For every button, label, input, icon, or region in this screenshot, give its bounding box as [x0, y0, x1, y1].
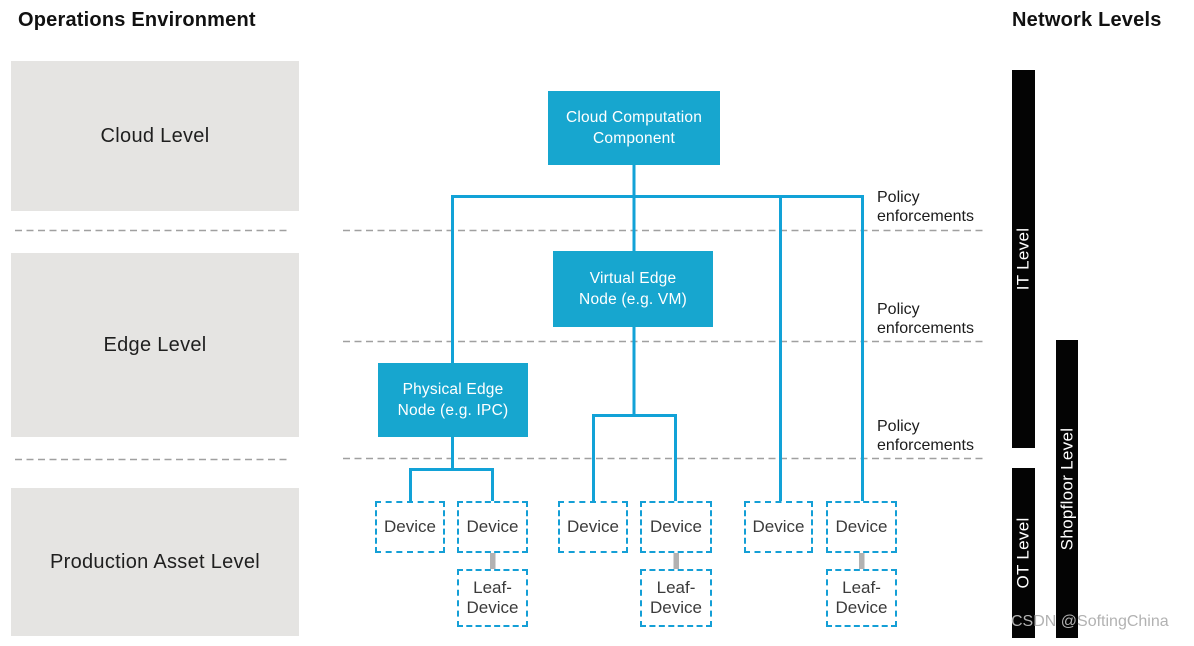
ops-level-production-asset: Production Asset Level: [11, 488, 299, 636]
device-box-5: Device: [744, 501, 813, 553]
ops-level-edge: Edge Level: [11, 253, 299, 437]
cloud-computation-component-node: Cloud Computation Component: [548, 91, 720, 165]
ot-level-label: OT Level: [1013, 517, 1033, 589]
device-1-label: Device: [384, 517, 436, 536]
device-box-4: Device: [640, 501, 712, 553]
device-2-label: Device: [466, 517, 519, 536]
cloud-node-line1: Cloud Computation: [565, 109, 703, 126]
virtual-node-line2: Node (e.g. VM): [579, 291, 687, 308]
device-box-3: Device: [558, 501, 628, 553]
policy-enforcements-label-2: Policy enforcements: [877, 301, 974, 337]
device-3-label: Device: [567, 517, 619, 536]
device-5-label: Device: [752, 517, 805, 536]
physical-node-line2: Node (e.g. IPC): [397, 402, 509, 419]
policy-enforcements-label-3: Policy enforcements: [877, 418, 974, 454]
ops-level-production-asset-label: Production Asset Level: [49, 550, 261, 573]
device-6-label: Device: [835, 517, 888, 536]
device-box-1: Device: [375, 501, 445, 553]
leaf-connectors: [490, 552, 865, 570]
virtual-edge-node: Virtual Edge Node (e.g. VM): [553, 251, 713, 327]
leaf-3-line2: Device: [835, 598, 888, 617]
policy-enforcements-label-1: Policy enforcements: [877, 189, 974, 225]
ops-level-cloud: Cloud Level: [11, 61, 299, 211]
virtual-node-line1: Virtual Edge: [589, 270, 677, 287]
ops-level-edge-label: Edge Level: [103, 333, 207, 356]
operations-environment-title: Operations Environment: [18, 9, 256, 31]
leaf-1-line2: Device: [466, 598, 519, 617]
leaf-2-line2: Device: [650, 598, 702, 617]
physical-edge-node: Physical Edge Node (e.g. IPC): [378, 363, 528, 437]
leaf-device-box-2: Leaf- Device: [640, 569, 712, 627]
network-bar-it-level: IT Level: [1012, 70, 1035, 448]
shopfloor-level-label: Shopfloor Level: [1057, 427, 1077, 551]
network-bar-ot-level: OT Level: [1012, 468, 1035, 638]
it-level-label: IT Level: [1013, 227, 1033, 291]
device-box-2: Device: [457, 501, 528, 553]
physical-node-line1: Physical Edge: [402, 381, 504, 398]
leaf-3-line1: Leaf-: [842, 578, 881, 597]
csdn-watermark: CSDN @SoftingChina: [1011, 613, 1169, 630]
level-divider-dashed-lines: [15, 229, 987, 461]
leaf-device-box-3: Leaf- Device: [826, 569, 897, 627]
cloud-node-line2: Component: [593, 130, 675, 147]
leaf-1-line1: Leaf-: [473, 578, 512, 597]
device-4-label: Device: [650, 517, 702, 536]
network-levels-title: Network Levels: [1012, 9, 1162, 31]
hierarchy-tree-lines: [409, 165, 864, 501]
ops-level-cloud-label: Cloud Level: [100, 124, 210, 147]
leaf-device-box-1: Leaf- Device: [457, 569, 528, 627]
leaf-2-line1: Leaf-: [656, 578, 696, 597]
network-bar-shopfloor-level: Shopfloor Level: [1056, 340, 1078, 638]
device-box-6: Device: [826, 501, 897, 553]
